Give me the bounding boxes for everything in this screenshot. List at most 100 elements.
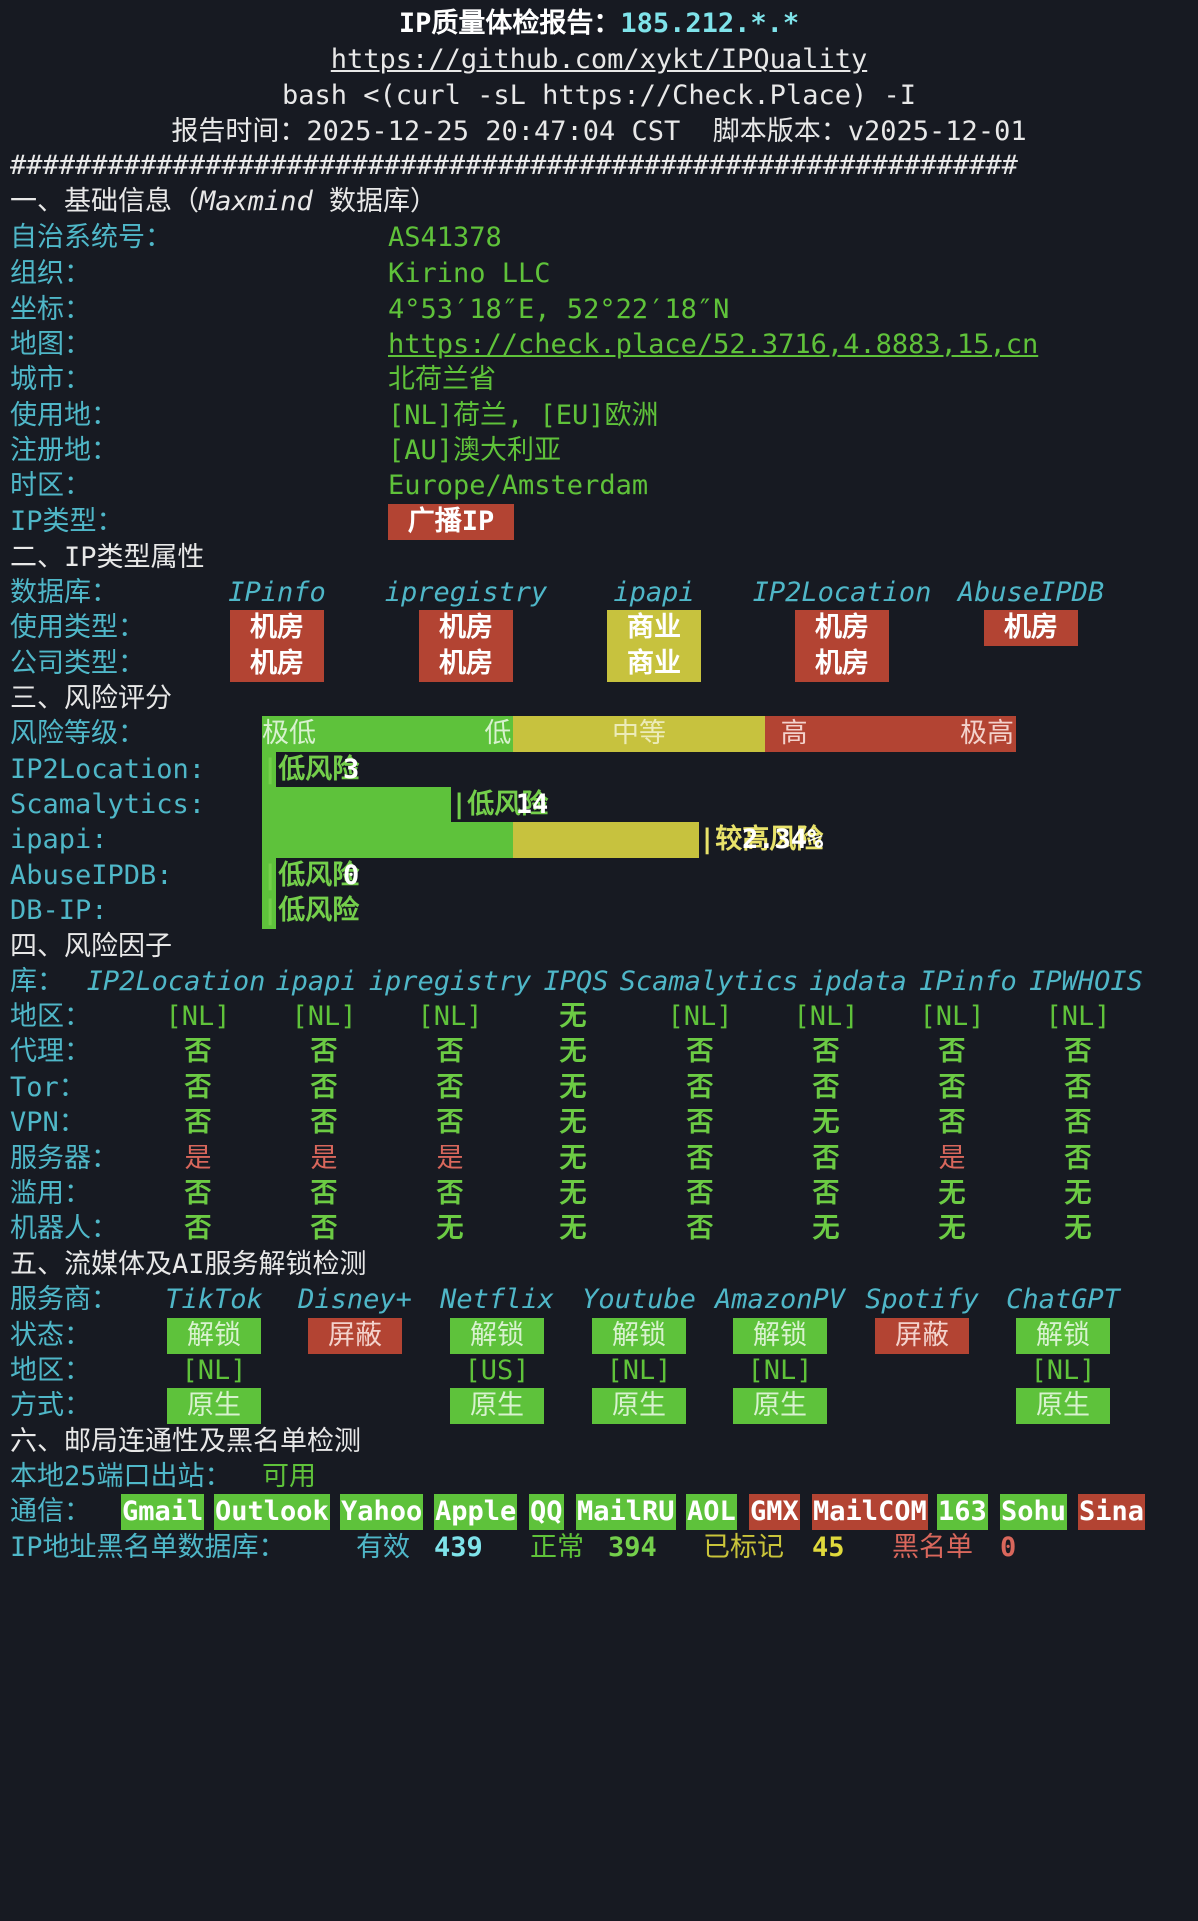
bl-marked-count: 45 xyxy=(812,1532,845,1563)
factor-value: 否 xyxy=(1064,1142,1092,1174)
risk-scale-label: 低 xyxy=(484,718,512,749)
risk-score: 3|低风险 xyxy=(262,752,359,788)
factor-row-label: 机器人： xyxy=(10,1213,118,1245)
media-region-value: [US] xyxy=(464,1355,530,1386)
usage-type-badge: 机房 xyxy=(795,610,889,646)
asn-value: AS41378 xyxy=(388,222,502,253)
mail-provider-outlook: Outlook xyxy=(214,1494,330,1530)
media-status-badge: 屏蔽 xyxy=(875,1318,969,1354)
factor-value: 无 xyxy=(559,1142,587,1174)
terminal-window: IP质量体检报告：185.212.*.* https://github.com/… xyxy=(0,8,1198,1563)
report-time: 报告时间：2025-12-25 20:47:04 CST 脚本版本：v2025-… xyxy=(171,116,1027,147)
media-status-badge: 解锁 xyxy=(733,1318,827,1354)
factor-value: 否 xyxy=(184,1213,212,1245)
factor-value: [NL] xyxy=(919,1001,985,1032)
mail-provider-yahoo: Yahoo xyxy=(340,1494,424,1530)
factor-value: 否 xyxy=(686,1071,714,1103)
media-status-badge: 屏蔽 xyxy=(308,1318,402,1354)
iptype-db-ipregistry: ipregistry xyxy=(384,577,548,608)
factor-value: 否 xyxy=(310,1107,338,1139)
factor-value: 无 xyxy=(938,1213,966,1245)
factor-value: 否 xyxy=(436,1178,464,1209)
command-line: bash <(curl -sL https://Check.Place) -I xyxy=(282,80,916,111)
divider: ########################################… xyxy=(10,150,1018,181)
media-service-label: Disney+ xyxy=(298,1284,412,1315)
risk-source-label: IP2Location: xyxy=(10,754,206,785)
factor-db-label: IP2Location xyxy=(86,966,266,997)
factor-value: [NL] xyxy=(165,1001,231,1032)
risk-source-label: ipapi: xyxy=(10,824,108,855)
risk-score-label: |低风险 xyxy=(451,789,549,820)
factor-value: 无 xyxy=(812,1213,840,1245)
factors-lib-label: 库： xyxy=(10,966,64,997)
factor-db-label: ipapi xyxy=(275,966,357,997)
factor-value: 是 xyxy=(938,1142,966,1174)
factor-value: 是 xyxy=(184,1142,212,1174)
map-link[interactable]: https://check.place/52.3716,4.8883,15,cn xyxy=(388,329,1039,360)
usage-type-badge: 机房 xyxy=(984,610,1078,646)
mail-comm-label: 通信： xyxy=(10,1496,91,1527)
mail-provider-gmail: Gmail xyxy=(121,1494,205,1530)
risk-score-value: 14 xyxy=(515,789,549,820)
factor-db-label: ipdata xyxy=(809,966,907,997)
risk-source-label: DB-IP: xyxy=(10,895,108,926)
factor-value: 否 xyxy=(812,1142,840,1174)
media-region-label: 地区： xyxy=(10,1355,91,1386)
risk-bar-stub xyxy=(262,858,276,894)
factor-value: 无 xyxy=(812,1107,840,1139)
iptype-db-ipapi: ipapi xyxy=(613,577,695,608)
factor-value: 否 xyxy=(310,1213,338,1245)
factor-row: 服务器：是是是无否否是否 xyxy=(0,1141,1198,1177)
factor-value: 否 xyxy=(310,1071,338,1103)
org-label: 组织： xyxy=(10,258,91,289)
media-service-label: Netflix xyxy=(440,1284,554,1315)
factor-row: Tor：否否否无否否否否 xyxy=(0,1070,1198,1106)
factor-value: 否 xyxy=(938,1107,966,1139)
usage-type-badge: 机房 xyxy=(419,610,513,646)
risk-bar-yellow xyxy=(513,822,699,858)
factor-row-label: 服务器： xyxy=(10,1142,118,1174)
factor-value: 否 xyxy=(184,1071,212,1103)
risk-scale-mid-segment xyxy=(513,716,765,752)
media-method-badge: 原生 xyxy=(450,1388,544,1424)
section-risk-heading: 三、风险评分 xyxy=(10,683,172,714)
media-service-label: ChatGPT xyxy=(1006,1284,1120,1315)
risk-score-value: 2.34% xyxy=(741,824,824,855)
risk-score-value: 0 xyxy=(343,860,360,891)
map-label: 地图： xyxy=(10,329,91,360)
repo-link[interactable]: https://github.com/xykt/IPQuality xyxy=(330,44,868,75)
media-status-badge: 解锁 xyxy=(450,1318,544,1354)
risk-scale-low-segment xyxy=(262,716,514,752)
risk-score: 14|低风险 xyxy=(451,787,548,823)
media-method-badge: 原生 xyxy=(167,1388,261,1424)
bl-normal-label: 正常 xyxy=(530,1532,584,1563)
factor-value: 否 xyxy=(436,1036,464,1068)
section-media-heading: 五、流媒体及AI服务解锁检测 xyxy=(10,1249,367,1280)
section-factors-heading: 四、风险因子 xyxy=(10,931,172,962)
media-method-badge: 原生 xyxy=(592,1388,686,1424)
risk-score-label: |较高风险 xyxy=(699,824,824,855)
risk-row: DB-IP: |低风险 xyxy=(0,893,1198,929)
factor-value: 否 xyxy=(184,1178,212,1209)
company-type-badge: 机房 xyxy=(230,646,324,682)
risk-source-label: Scamalytics: xyxy=(10,789,206,820)
bl-black-label: 黑名单 xyxy=(892,1532,973,1563)
factor-value: 否 xyxy=(1064,1071,1092,1103)
factor-value: 否 xyxy=(812,1036,840,1068)
iptype-db-abuseipdb: AbuseIPDB xyxy=(957,577,1105,608)
factor-value: 否 xyxy=(938,1036,966,1068)
risk-level-label: 风险等级： xyxy=(10,718,145,749)
reg-value: [AU]澳大利亚 xyxy=(388,435,562,466)
risk-score: 0|低风险 xyxy=(262,858,359,894)
factor-value: 无 xyxy=(559,1071,587,1103)
factor-value: 无 xyxy=(559,1107,587,1139)
factor-row: 地区：[NL][NL][NL]无[NL][NL][NL][NL] xyxy=(0,999,1198,1035)
iptype-db-ip2location: IP2Location xyxy=(752,577,932,608)
factor-value: 否 xyxy=(1064,1036,1092,1068)
factor-value: [NL] xyxy=(291,1001,357,1032)
factor-row-label: 滥用： xyxy=(10,1178,91,1209)
section-basic-heading: 一、基础信息（Maxmind 数据库） xyxy=(10,184,1198,220)
factor-db-label: ipregistry xyxy=(368,966,532,997)
risk-row: AbuseIPDB:0|低风险 xyxy=(0,858,1198,894)
risk-score-label: |低风险 xyxy=(262,895,360,926)
